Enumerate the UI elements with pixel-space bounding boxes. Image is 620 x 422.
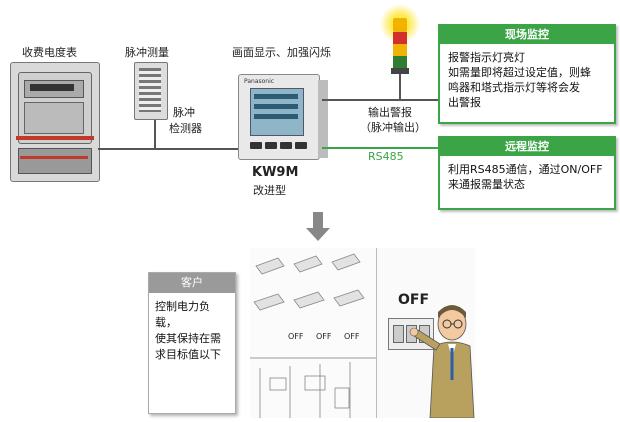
off-lamp-label-3: OFF bbox=[344, 332, 360, 341]
onsite-line-4: 出警报 bbox=[448, 96, 481, 109]
rs485-line bbox=[322, 147, 440, 149]
wire-lamp-down bbox=[399, 74, 401, 100]
onsite-monitor-box: 现场监控 报警指示灯亮灯 如需量即将超过设定值，则蜂 鸣器和塔式指示灯等将会发 … bbox=[438, 24, 616, 124]
office-illustration: OFF OFF OFF bbox=[250, 248, 380, 418]
off-lamp-label-1: OFF bbox=[288, 332, 304, 341]
pulse-sensor bbox=[130, 62, 170, 122]
wire-meter-sensor bbox=[98, 148, 156, 150]
tower-lamp-icon bbox=[380, 4, 420, 78]
brand-text: Panasonic bbox=[244, 78, 275, 85]
model-sub: 改进型 bbox=[253, 184, 286, 197]
wire-sensor-kw9m bbox=[154, 148, 240, 150]
customer-line-2: 使其保持在需 bbox=[155, 332, 221, 345]
down-arrow-icon bbox=[306, 212, 330, 242]
person-illustration bbox=[408, 300, 480, 419]
kw9m-device: Panasonic bbox=[238, 74, 328, 162]
alarm-out-sub-label: （脉冲输出） bbox=[360, 121, 426, 134]
pulse-detector-label-2: 检测器 bbox=[169, 122, 202, 135]
alarm-out-label: 输出警报 bbox=[368, 106, 412, 119]
off-lamp-label-2: OFF bbox=[316, 332, 332, 341]
onsite-line-1: 报警指示灯亮灯 bbox=[448, 51, 525, 64]
kw9m-button-3 bbox=[280, 142, 292, 149]
pulse-detector-label-1: 脉冲 bbox=[173, 106, 195, 119]
customer-title: 客户 bbox=[149, 273, 235, 293]
meter-label: 收费电度表 bbox=[22, 46, 77, 59]
off-label: OFF bbox=[398, 292, 430, 308]
remote-line-2: 来通报需量状态 bbox=[448, 178, 525, 191]
pulse-measure-label: 脉冲测量 bbox=[125, 46, 169, 59]
rs485-label: RS485 bbox=[368, 150, 404, 163]
kw9m-button-1 bbox=[250, 142, 262, 149]
model-name: KW9M bbox=[252, 165, 299, 180]
onsite-line-2: 如需量即将超过设定值，则蜂 bbox=[448, 66, 591, 79]
customer-box: 客户 控制电力负载， 使其保持在需 求目标值以下 bbox=[148, 272, 236, 414]
wire-kw9m-alarm bbox=[322, 99, 440, 101]
remote-line-1: 利用RS485通信，通过ON/OFF bbox=[448, 163, 603, 176]
kw9m-button-2 bbox=[265, 142, 277, 149]
customer-line-3: 求目标值以下 bbox=[155, 348, 221, 361]
onsite-title: 现场监控 bbox=[440, 26, 614, 44]
electricity-meter bbox=[10, 62, 100, 182]
display-label: 画面显示、加强闪烁 bbox=[232, 46, 331, 59]
remote-title: 远程监控 bbox=[440, 138, 614, 156]
wire-sensor-down bbox=[154, 120, 156, 150]
customer-line-1: 控制电力负载， bbox=[155, 300, 210, 329]
remote-monitor-box: 远程监控 利用RS485通信，通过ON/OFF 来通报需量状态 bbox=[438, 136, 616, 210]
kw9m-button-4 bbox=[295, 142, 307, 149]
ceiling-lights-icon bbox=[250, 253, 380, 418]
onsite-line-3: 鸣器和塔式指示灯等将会发 bbox=[448, 81, 580, 94]
